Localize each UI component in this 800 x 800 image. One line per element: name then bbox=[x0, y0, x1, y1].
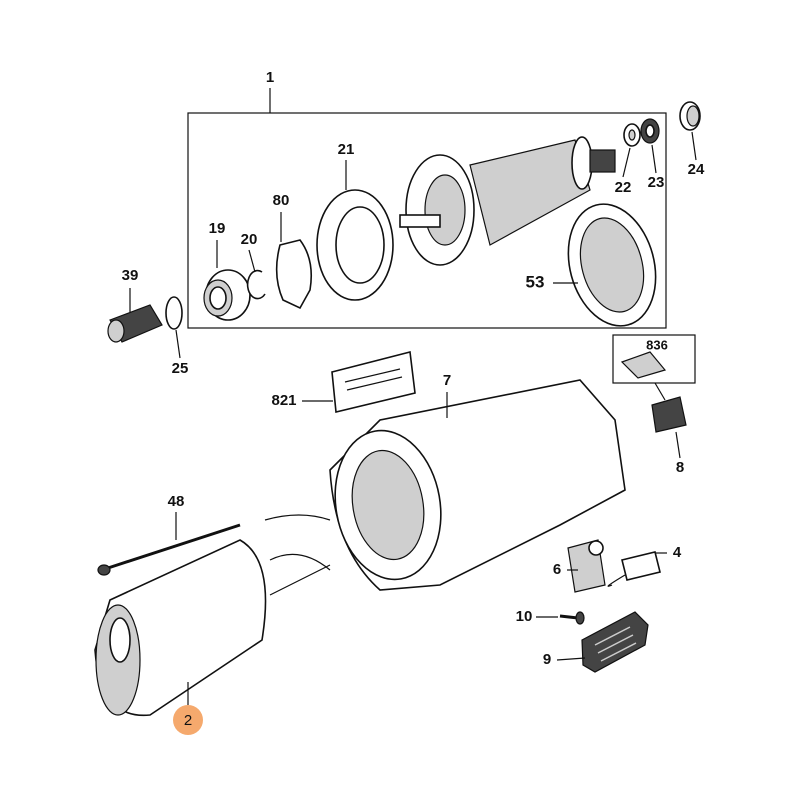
callout-7[interactable]: 7 bbox=[443, 372, 451, 389]
callout-21[interactable]: 21 bbox=[338, 141, 355, 158]
part-25-washer[interactable] bbox=[165, 296, 183, 330]
part-22-washer[interactable] bbox=[623, 123, 641, 147]
callout-25[interactable]: 25 bbox=[172, 360, 189, 377]
callout-22[interactable]: 22 bbox=[615, 179, 632, 196]
callout-23[interactable]: 23 bbox=[648, 174, 665, 191]
brush-holder-box bbox=[612, 334, 696, 384]
highlight-marker-2 bbox=[173, 705, 203, 735]
part-4-capacitor[interactable] bbox=[607, 551, 661, 587]
callout-8[interactable]: 8 bbox=[676, 459, 684, 476]
callout-821[interactable]: 821 bbox=[271, 392, 296, 409]
callout-10[interactable]: 10 bbox=[516, 608, 533, 625]
part-2-field-stator[interactable] bbox=[94, 514, 331, 717]
callout-19[interactable]: 19 bbox=[209, 220, 226, 237]
part-39-pinion[interactable] bbox=[107, 304, 163, 343]
part-8-carbon-brush[interactable] bbox=[651, 396, 687, 433]
part-6-switch[interactable] bbox=[567, 539, 606, 593]
armature-rotor[interactable] bbox=[399, 136, 616, 266]
callout-9[interactable]: 9 bbox=[543, 651, 551, 668]
part-80-plate[interactable] bbox=[275, 239, 313, 310]
callout-80[interactable]: 80 bbox=[273, 192, 290, 209]
part-24-sleeve[interactable] bbox=[679, 101, 701, 131]
callout-39[interactable]: 39 bbox=[122, 267, 139, 284]
callout-20[interactable]: 20 bbox=[241, 231, 258, 248]
part-20-circlip[interactable] bbox=[246, 269, 266, 300]
part-10-screw[interactable] bbox=[559, 611, 585, 625]
part-821-label-plate[interactable] bbox=[331, 350, 416, 413]
callout-4[interactable]: 4 bbox=[673, 544, 682, 561]
part-836-brush-spring[interactable] bbox=[620, 351, 667, 379]
armature-assembly-box bbox=[187, 112, 667, 329]
part-9-cover[interactable] bbox=[581, 611, 649, 673]
part-21-baffle[interactable] bbox=[316, 189, 394, 301]
callout-24[interactable]: 24 bbox=[688, 161, 705, 178]
callout-53[interactable]: 53 bbox=[526, 272, 545, 291]
callout-1[interactable]: 1 bbox=[266, 69, 274, 86]
callout-6[interactable]: 6 bbox=[553, 561, 561, 578]
part-23-bearing[interactable] bbox=[640, 118, 660, 144]
part-53-ring[interactable] bbox=[555, 194, 668, 336]
part-48-screw[interactable] bbox=[107, 523, 241, 570]
part-7-motor-housing[interactable] bbox=[324, 379, 626, 591]
part-19-bearing[interactable] bbox=[203, 269, 251, 321]
screw-head bbox=[97, 564, 111, 576]
callout-836[interactable]: 836 bbox=[646, 337, 668, 352]
callout-48[interactable]: 48 bbox=[168, 493, 185, 510]
callout-2[interactable]: 2 bbox=[184, 712, 192, 729]
